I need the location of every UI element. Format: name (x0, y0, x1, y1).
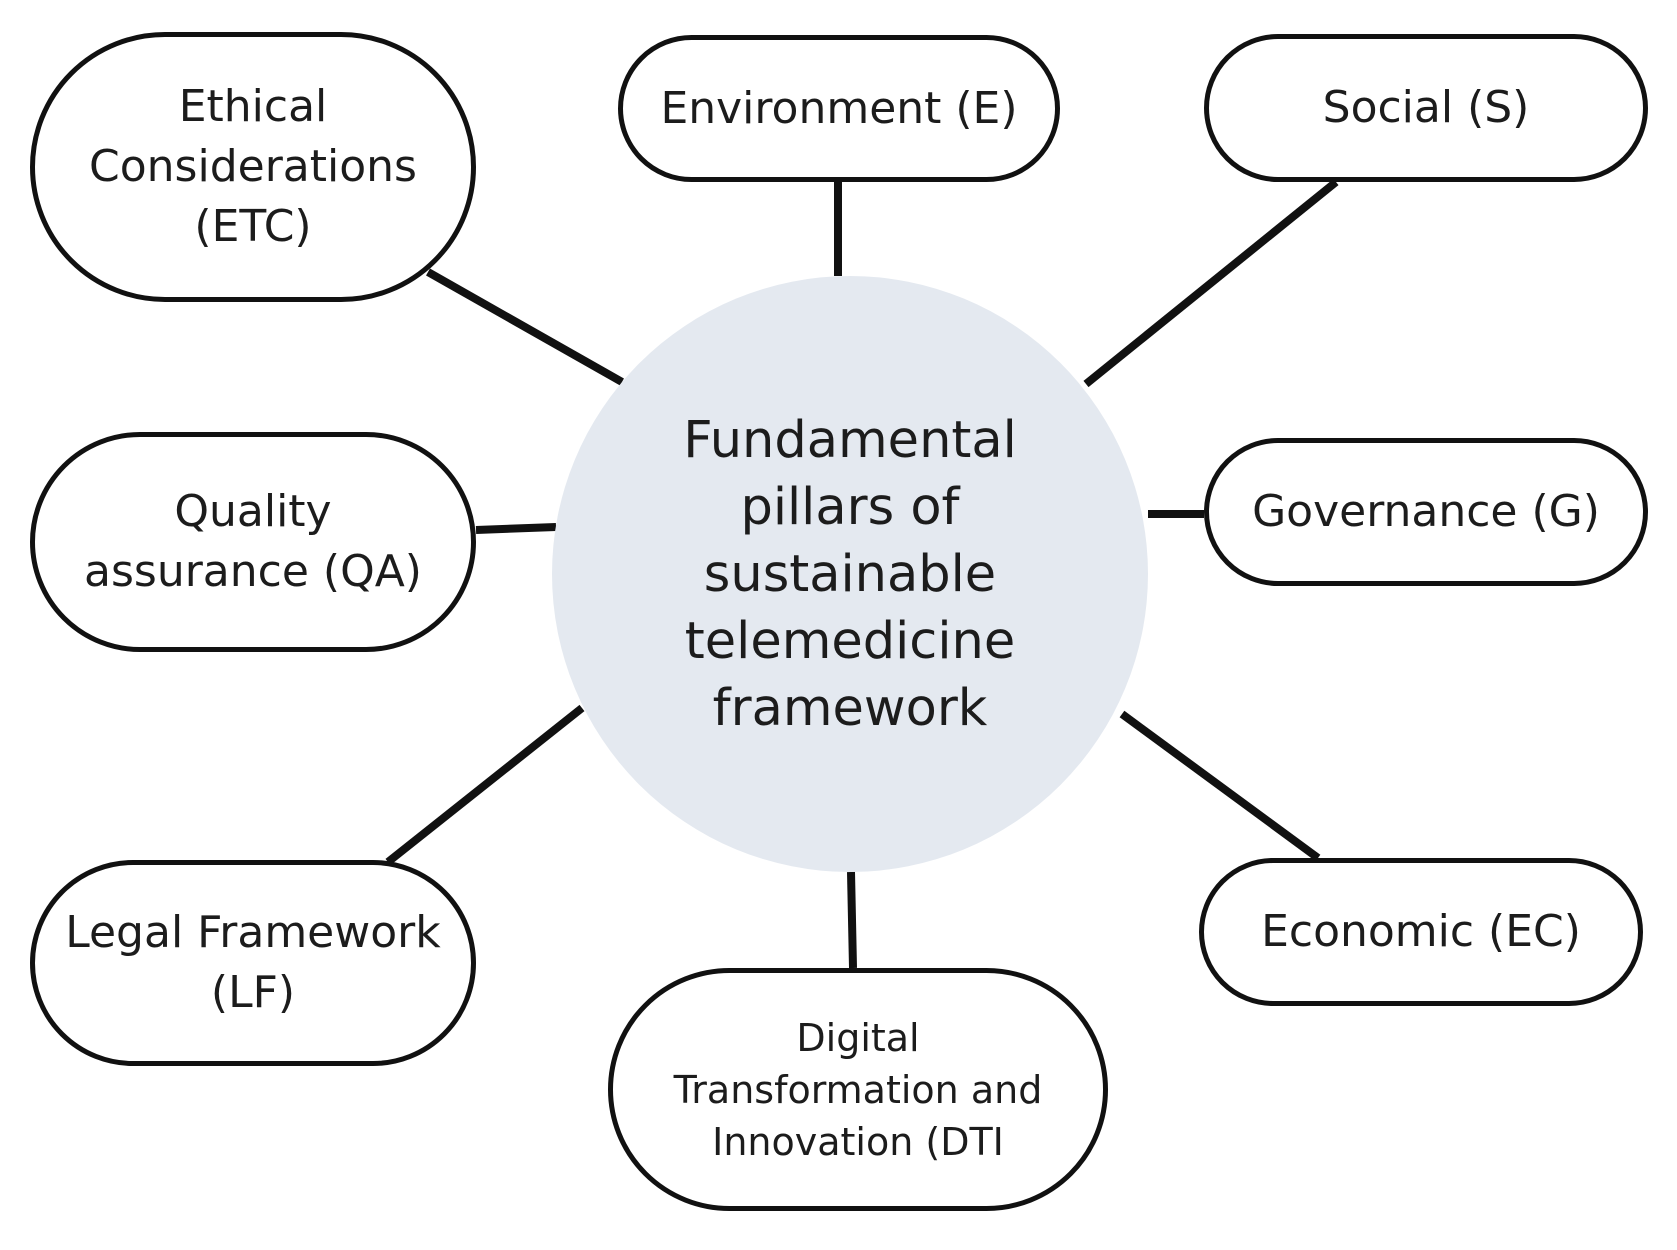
connector-quality-assurance (475, 523, 557, 534)
pillar-ethical-considerations: Ethical Considerations (ETC) (30, 32, 476, 302)
pillar-label: Economic (EC) (1261, 906, 1581, 957)
central-hub: Fundamental pillars of sustainable telem… (552, 276, 1148, 872)
connector-digital-transformation (847, 871, 857, 969)
pillar-economic: Economic (EC) (1199, 858, 1643, 1006)
connector-social (1083, 178, 1339, 388)
connector-economic (1119, 710, 1321, 862)
pillar-label: Quality assurance (QA) (84, 486, 422, 597)
pillar-digital-transformation: Digital Transformation and Innovation (D… (608, 968, 1108, 1211)
pillar-quality-assurance: Quality assurance (QA) (30, 432, 476, 652)
pillar-label: Governance (G) (1252, 486, 1600, 537)
pillar-label: Digital Transformation and Innovation (D… (673, 1015, 1043, 1164)
pillar-label: Ethical Considerations (ETC) (89, 81, 417, 252)
pillar-social: Social (S) (1204, 34, 1648, 182)
pillar-label: Social (S) (1322, 82, 1530, 133)
connector-legal-framework (385, 704, 585, 866)
pillar-legal-framework: Legal Framework (LF) (30, 860, 476, 1066)
pillar-environment: Environment (E) (618, 35, 1060, 182)
pillar-governance: Governance (G) (1204, 438, 1648, 586)
pillar-label: Legal Framework (LF) (65, 907, 441, 1018)
connector-ethical-considerations (426, 268, 624, 386)
pillar-label: Environment (E) (660, 82, 1018, 134)
central-hub-label: Fundamental pillars of sustainable telem… (683, 410, 1017, 738)
